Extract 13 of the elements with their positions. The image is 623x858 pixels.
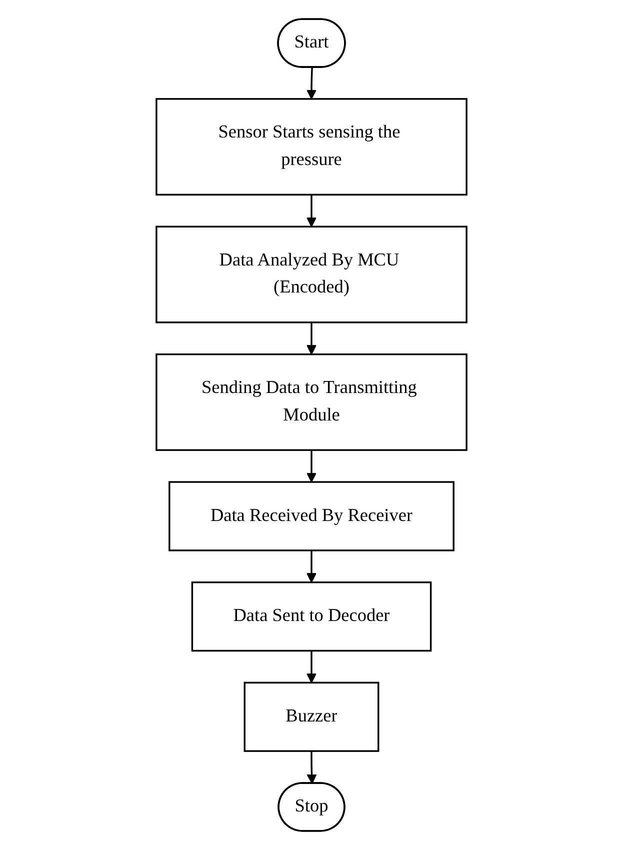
node-box: Data Received By Receiver [168,481,454,552]
node-box: Sending Data to Transmitting Module [156,353,468,451]
arrow [306,650,317,684]
node-box: Data Sent to Decoder [191,581,432,652]
node-box: Sensor Starts sensing the pressure [156,98,468,196]
node-box: Data Analyzed By MCU (Encoded) [156,226,468,324]
arrow [306,68,317,100]
arrow [306,322,317,355]
arrow [306,450,317,482]
arrow [306,550,317,583]
node-box: Buzzer [244,682,380,752]
arrow [306,751,317,784]
arrow [306,194,317,228]
